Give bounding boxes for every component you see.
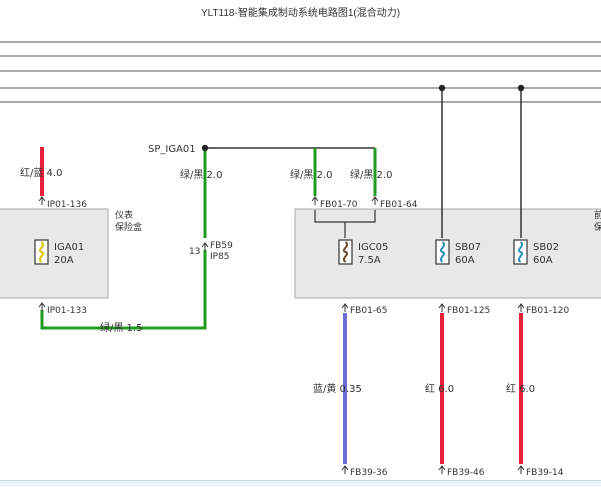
- fuse-label: SB07: [455, 242, 481, 253]
- connector-arrow-icon: [517, 303, 525, 312]
- connector-arrow-icon: [371, 196, 379, 205]
- connector-label: FB01-125: [447, 306, 490, 316]
- fuse-label: IGA01: [54, 242, 84, 253]
- connector-label: FB01-65: [350, 306, 388, 316]
- wire-label-red-60-b: 红 6.0: [506, 382, 535, 395]
- connector-arrow-icon: [38, 196, 46, 205]
- connector-label: 13: [189, 247, 200, 257]
- junction-dot-bus-442: [438, 84, 446, 92]
- diagram-title: YLT118-智能集成制动系统电路图1(混合动力): [200, 8, 401, 19]
- fuse-igc05: IGC05 7.5A: [338, 239, 388, 266]
- wire-label-green-20-a: 绿/黑 2.0: [180, 168, 222, 181]
- connector-label: FB59: [210, 241, 233, 251]
- connector-label: IP85: [210, 252, 230, 262]
- connector-label: FB39-14: [526, 468, 564, 478]
- connector-arrows: [38, 196, 525, 474]
- fuse-sb02: SB02 60A: [513, 239, 559, 266]
- connector-arrow-icon: [201, 242, 209, 251]
- connector-label: FB39-36: [350, 468, 388, 478]
- box-right-label-line1: 前: [594, 209, 601, 221]
- fuse-box-left: [0, 208, 109, 299]
- fuse-icon: [38, 241, 45, 263]
- junction-dot-splice: [201, 144, 209, 152]
- box-right-label-line2: 保: [594, 221, 601, 233]
- bus-lines: [0, 41, 601, 103]
- wire-label-red-60-a: 红 6.0: [425, 382, 454, 395]
- connector-arrow-icon: [517, 465, 525, 474]
- fuse-iga01: IGA01 20A: [34, 239, 84, 266]
- wire-label-blue-035: 蓝/黄 0.35: [313, 382, 362, 395]
- connector-arrow-icon: [341, 465, 349, 474]
- connector-label: IP01-133: [47, 306, 87, 316]
- fuse-rating: 20A: [54, 255, 74, 266]
- fuse-label: SB02: [533, 242, 559, 253]
- fuse-icon: [439, 241, 446, 263]
- connector-label: FB01-70: [320, 200, 358, 210]
- wire-green-left-loop: [40, 250, 207, 330]
- connector-arrow-icon: [311, 196, 319, 205]
- fuse-label: IGC05: [358, 242, 388, 253]
- fuse-sb07: SB07 60A: [435, 239, 481, 266]
- box-left-label-line1: 仪表: [115, 209, 133, 221]
- wire-label-red-40: 红/蓝 4.0: [20, 166, 62, 179]
- connector-label: FB01-120: [526, 306, 570, 316]
- connector-arrow-icon: [438, 303, 446, 312]
- connector-label: FB01-64: [380, 200, 418, 210]
- fuse-rating: 60A: [533, 255, 553, 266]
- connector-label: FB39-46: [447, 468, 485, 478]
- fuse-icon: [342, 241, 349, 263]
- connector-arrow-icon: [38, 302, 46, 311]
- splice-label: SP_IGA01: [148, 144, 196, 155]
- fuse-icon: [517, 241, 524, 263]
- wire-label-green-15: 绿/黑 1.5: [100, 321, 142, 334]
- bottom-bar: [0, 480, 601, 487]
- wire-label-green-20-c: 绿/黑 2.0: [350, 168, 392, 181]
- connector-label: IP01-136: [47, 200, 87, 210]
- junction-dot-bus-521: [517, 84, 525, 92]
- fuse-rating: 7.5A: [358, 255, 381, 266]
- box-left-label-line2: 保险盒: [115, 221, 142, 233]
- fuse-rating: 60A: [455, 255, 475, 266]
- connector-arrow-icon: [341, 303, 349, 312]
- connector-arrow-icon: [438, 465, 446, 474]
- wire-label-green-20-b: 绿/黑 2.0: [290, 168, 332, 181]
